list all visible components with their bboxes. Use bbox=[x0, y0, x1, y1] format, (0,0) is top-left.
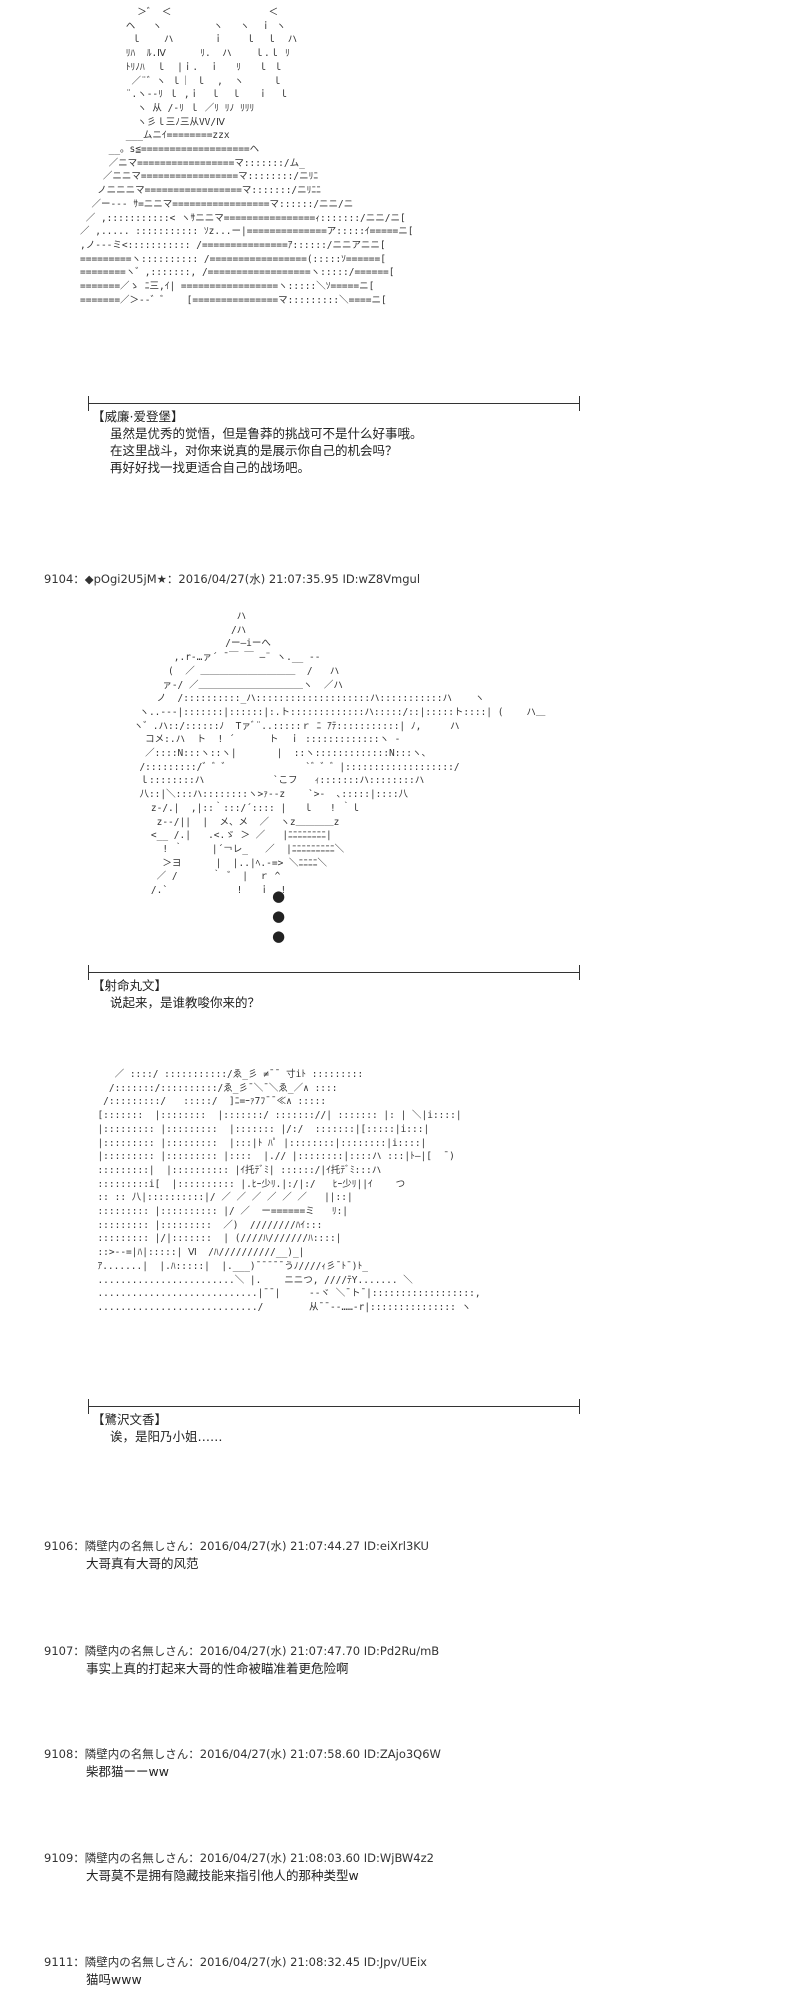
post-header: 9106：隣壁内の名無しさん：2016/04/27(水) 21:07:44.27… bbox=[44, 1539, 429, 1553]
speaker-name: 【威廉·爱登堡】 bbox=[92, 409, 184, 424]
speaker-name: 【射命丸文】 bbox=[92, 978, 168, 993]
bullet-dot: ● bbox=[272, 927, 286, 945]
post-body: 大哥真有大哥的风范 bbox=[86, 1556, 199, 1571]
post-body: 猫吗www bbox=[86, 1972, 142, 1987]
ascii-art-aya: ハ /ハ /ー―iーへ ,.r‐…ァ´ ̄ ￣ ￣ ―¨ ヽ.__ ‐- ( ／… bbox=[133, 611, 546, 897]
dialogue-line: 再好好找一找更适合自己的战场吧。 bbox=[110, 460, 311, 475]
post-header: 9108：隣壁内の名無しさん：2016/04/27(水) 21:07:58.60… bbox=[44, 1747, 441, 1761]
post-body: 事实上真的打起来大哥的性命被瞄准着更危险啊 bbox=[86, 1661, 349, 1676]
dialogue-line: 在这里战斗，对你来说真的是展示你自己的机会吗？ bbox=[110, 443, 398, 458]
post-header: 9111：隣壁内の名無しさん：2016/04/27(水) 21:08:32.45… bbox=[44, 1955, 427, 1969]
dialogue-line: 诶，是阳乃小姐…… bbox=[110, 1429, 223, 1444]
dialogue-rule bbox=[88, 1399, 580, 1414]
post-header: 9104：◆pOgi2U5jM★：2016/04/27(水) 21:07:35.… bbox=[44, 572, 421, 586]
dialogue-line: 说起来，是谁教唆你来的？ bbox=[110, 995, 261, 1010]
post-header: 9107：隣壁内の名無しさん：2016/04/27(水) 21:07:47.70… bbox=[44, 1644, 440, 1658]
bullet-dot: ● bbox=[272, 887, 286, 905]
post-header: 9109：隣壁内の名無しさん：2016/04/27(水) 21:08:03.60… bbox=[44, 1851, 434, 1865]
dialogue-rule bbox=[88, 396, 580, 411]
bullet-dot: ● bbox=[272, 907, 286, 925]
speaker-name: 【鷺沢文香】 bbox=[92, 1412, 168, 1427]
ascii-art-william: ＞゛ ＜ ＜ ヘ ヽ ヽ ヽ ｉ ヽ ｌ ハ ｉ ｌ ｌ ハ ﾘﾊ ﾙ.Ⅳ ﾘ.… bbox=[80, 7, 414, 306]
dialogue-rule bbox=[88, 965, 580, 980]
dialogue-line: 虽然是优秀的觉悟，但是鲁莽的挑战可不是什么好事哦。 bbox=[110, 426, 423, 441]
post-body: 大哥莫不是拥有隐藏技能来指引他人的那种类型w bbox=[86, 1868, 359, 1883]
ascii-art-fumika: ／ ::::/ :::::::::::/ゑ_彡 ≠¯¯ 寸iﾄ ::::::::… bbox=[97, 1069, 481, 1313]
post-body: 柴郡猫ーーww bbox=[86, 1764, 169, 1779]
